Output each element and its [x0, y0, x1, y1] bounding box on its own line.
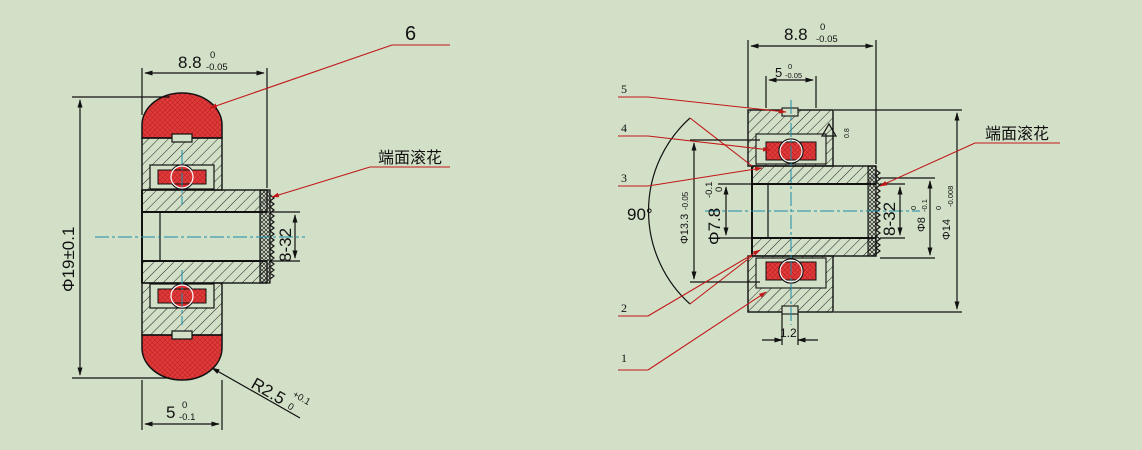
right-knurl-note-text: 端面滚花: [985, 124, 1049, 143]
right-bottom-dimension: 1.2: [762, 314, 818, 345]
left-callout-6: 6: [209, 23, 450, 109]
right-width-tol-upper: 0: [820, 22, 825, 33]
right-width-tol-lower: -0.05: [816, 34, 838, 45]
left-width-value: 8.8: [178, 53, 202, 72]
left-rubber-tire: [141, 92, 223, 381]
right-shaft: [751, 165, 877, 257]
right-inner-width-value: 5: [775, 65, 782, 80]
right-callout-2: 2: [618, 249, 761, 317]
left-width-tol-lower: -0.05: [206, 62, 228, 73]
right-dia-7-8-tol-upper: -0.1: [704, 182, 715, 198]
right-center-lines: [705, 100, 920, 325]
right-chamfer-mark: 0.8: [820, 122, 851, 138]
right-knurl-size-dimension: 8-32: [880, 183, 905, 239]
right-dia-8-tol-lower: -0.1: [920, 199, 929, 212]
right-angle-value: 90°: [627, 205, 653, 224]
right-dia-8-dimension: Φ8 0 -0.1: [880, 177, 935, 259]
right-callout-5-label: 5: [621, 82, 627, 96]
right-dia-13-3-value: Φ13.3: [679, 214, 691, 244]
right-inner-width-tol-lower: -0.05: [785, 71, 802, 80]
right-dia-8-value: Φ8: [916, 217, 928, 232]
right-callout-3: 3: [618, 166, 763, 187]
left-diameter-dimension: Φ19±0.1: [59, 96, 170, 379]
left-knurl-size-dimension: 8-32: [270, 211, 300, 262]
right-inner-width-tol-upper: 0: [788, 62, 792, 71]
right-callout-1: 1: [618, 291, 767, 371]
right-chamfer-value: 0.8: [844, 128, 851, 138]
left-knurl-size-value: 8-32: [276, 228, 295, 262]
right-inner-width-dimension: 5 0 -0.05: [765, 62, 817, 108]
right-dia-13-3-tol: -0.05: [681, 191, 690, 210]
right-bottom-value: 1.2: [780, 326, 797, 340]
left-diameter-value: Φ19±0.1: [59, 227, 78, 292]
right-callout-1-label: 1: [621, 351, 627, 365]
right-view: 90° 8.8 0 -0.05 5 0 -0.05 Φ13.3 -0.05: [618, 22, 1060, 371]
left-bottom-tol-lower: -0.1: [179, 412, 195, 423]
left-bottom-tol-upper: 0: [182, 400, 187, 411]
left-callout-6-label: 6: [405, 23, 416, 45]
right-callout-5: 5: [618, 82, 787, 114]
right-knurl-size-value: 8-32: [880, 202, 899, 236]
right-knurl-note: 端面滚花: [879, 124, 1060, 187]
right-dia-13-3-dimension: Φ13.3 -0.05: [679, 139, 760, 283]
left-knurl-note-text: 端面滚花: [378, 148, 442, 167]
right-dia-8-tol-upper: 0: [909, 206, 918, 210]
right-callout-4-label: 4: [621, 121, 627, 135]
left-width-tol-upper: 0: [210, 50, 215, 61]
left-shaft: [141, 189, 268, 284]
left-radius-tol-lower: 0: [286, 401, 296, 413]
right-dia-7-8-dimension: Φ7.8 -0.1 0: [704, 182, 766, 245]
right-callout-2-label: 2: [621, 301, 627, 315]
right-dia-14-dimension: Φ14 0 -0.008: [834, 109, 962, 313]
left-knurl-note: 端面滚花: [271, 148, 450, 198]
right-dia-14-value: Φ14: [941, 219, 953, 240]
left-radius-dimension: R2.5 +0.1 0: [211, 367, 312, 419]
left-view: 8.8 0 -0.05 Φ19±0.1 5 0 -0.1 8-32 R2.5: [59, 23, 450, 430]
left-bottom-dimension: 5 0 -0.1: [141, 380, 223, 430]
right-angle-dimension: 90°: [627, 117, 753, 305]
right-width-dimension: 8.8 0 -0.05: [747, 22, 877, 164]
left-bottom-value: 5: [166, 403, 175, 422]
right-dia-14-tol-lower: -0.008: [946, 186, 955, 207]
left-radius-value: R2.5: [248, 374, 289, 408]
right-callout-4: 4: [618, 121, 771, 152]
right-callout-3-label: 3: [621, 171, 627, 185]
right-dia-7-8-value: Φ7.8: [705, 208, 724, 245]
right-dia-7-8-tol-lower: 0: [714, 187, 725, 192]
left-center-lines: [95, 150, 305, 325]
right-dia-14-tol-upper: 0: [934, 206, 943, 210]
right-width-value: 8.8: [784, 25, 808, 44]
